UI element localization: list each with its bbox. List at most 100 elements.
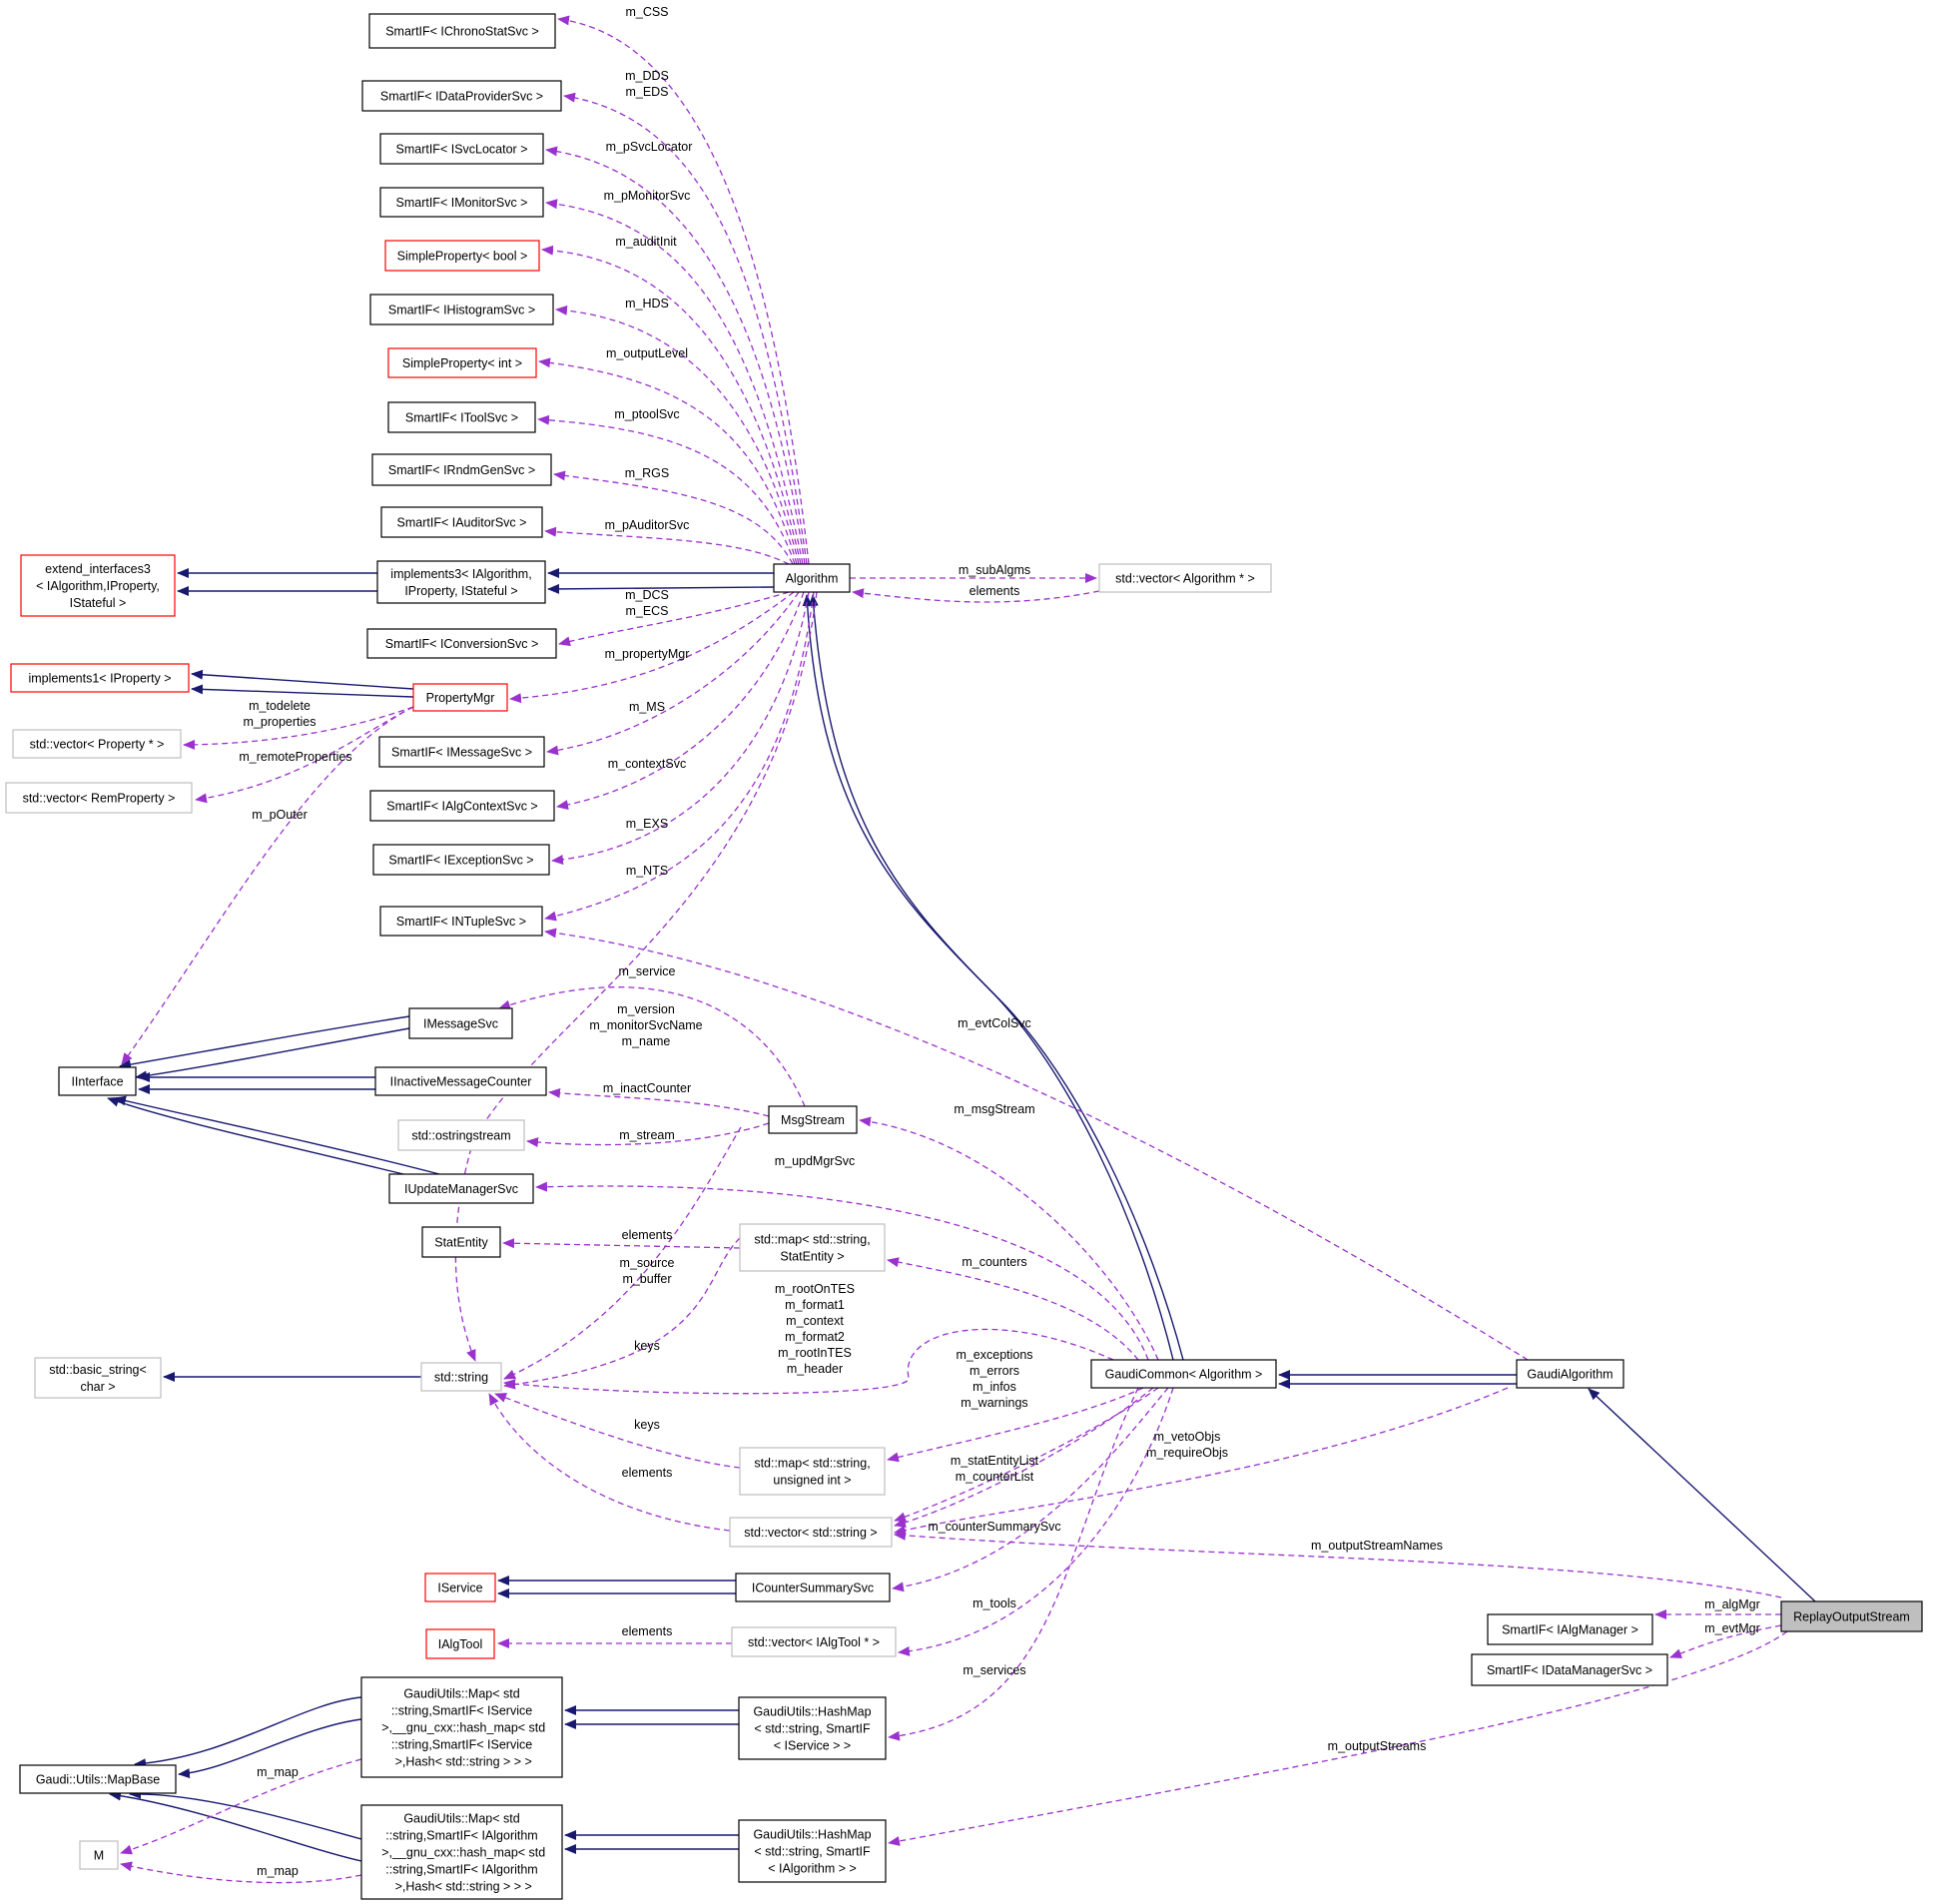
- edge-label-m-msgstream: m_msgStream: [954, 1102, 1034, 1116]
- node-extend3[interactable]: extend_interfaces3< IAlgorithm,IProperty…: [20, 554, 176, 617]
- node-spbool[interactable]: SimpleProperty< bool >: [384, 240, 540, 272]
- node-vecprop[interactable]: std::vector< Property * >: [12, 729, 182, 759]
- node-label: SmartIF< IExceptionSvc >: [388, 854, 533, 868]
- node-auditor[interactable]: SmartIF< IAuditorSvc >: [380, 506, 543, 538]
- node-ialgtool[interactable]: IAlgTool: [425, 1628, 495, 1659]
- node-impl1[interactable]: implements1< IProperty >: [10, 663, 190, 693]
- node-box: [1098, 563, 1272, 593]
- node-label: GaudiUtils::HashMap< std::string, SmartI…: [753, 1705, 871, 1753]
- node-statentity[interactable]: StatEntity: [421, 1226, 501, 1258]
- node-label: GaudiCommon< Algorithm >: [1105, 1368, 1263, 1382]
- node-impl3[interactable]: implements3< IAlgorithm,IProperty, IStat…: [376, 560, 546, 604]
- node-algorithm[interactable]: Algorithm: [773, 563, 851, 593]
- node-box: [361, 80, 562, 112]
- usage-edge: [503, 1328, 1114, 1395]
- node-toolsvc[interactable]: SmartIF< IToolSvc >: [387, 401, 536, 433]
- node-label: IInactiveMessageCounter: [390, 1075, 532, 1089]
- usage-edge: [898, 1387, 1174, 1656]
- node-label: SmartIF< IAlgContextSvc >: [386, 800, 537, 814]
- node-vectool[interactable]: std::vector< IAlgTool * >: [731, 1626, 897, 1657]
- node-mapuint[interactable]: std::map< std::string,unsigned int >: [739, 1447, 886, 1496]
- inheritance-edge: [191, 669, 414, 690]
- node-box: [421, 1226, 501, 1258]
- node-vecstr[interactable]: std::vector< std::string >: [729, 1517, 893, 1548]
- node-msgsvcif[interactable]: SmartIF< IMessageSvc >: [378, 736, 545, 768]
- node-basicstr[interactable]: std::basic_string<char >: [34, 1357, 162, 1399]
- node-label: IMessageSvc: [423, 1017, 498, 1031]
- usage-edge: [183, 706, 414, 750]
- edge-label-m-rgs: m_RGS: [625, 466, 669, 480]
- usage-edge: [892, 1387, 1169, 1592]
- usage-edge: [887, 1257, 1139, 1361]
- node-box: [372, 844, 550, 876]
- node-mapbase[interactable]: Gaudi::Utils::MapBase: [19, 1764, 177, 1794]
- node-mapstat[interactable]: std::map< std::string,StatEntity >: [739, 1223, 886, 1272]
- node-svcloc[interactable]: SmartIF< ISvcLocator >: [379, 133, 544, 165]
- node-label: GaudiUtils::Map< std::string,SmartIF< IS…: [378, 1687, 546, 1769]
- node-label: std::map< std::string,unsigned int >: [754, 1457, 870, 1488]
- node-label: SimpleProperty< bool >: [397, 250, 528, 264]
- node-box: [368, 13, 556, 49]
- edge-label-m-evtcolsvc: m_evtColSvc: [958, 1016, 1031, 1030]
- node-rndm[interactable]: SmartIF< IRndmGenSvc >: [371, 453, 552, 486]
- node-mnode[interactable]: M: [79, 1840, 119, 1870]
- node-label: SmartIF< IAuditorSvc >: [397, 516, 527, 530]
- node-histo[interactable]: SmartIF< IHistogramSvc >: [369, 294, 554, 325]
- node-mapalg[interactable]: GaudiUtils::Map< std::string,SmartIF< IA…: [360, 1804, 563, 1900]
- usage-edge: [852, 588, 1100, 603]
- node-box: [397, 1119, 525, 1151]
- node-replay[interactable]: ReplayOutputStream: [1780, 1600, 1923, 1632]
- node-msgstream[interactable]: MsgStream: [768, 1105, 858, 1134]
- node-box: [388, 1173, 534, 1204]
- node-mapsvc[interactable]: GaudiUtils::Map< std::string,SmartIF< IS…: [360, 1676, 563, 1778]
- node-vecalg[interactable]: std::vector< Algorithm * >: [1098, 563, 1272, 593]
- node-ostream[interactable]: std::ostringstream: [397, 1119, 525, 1151]
- edge-label-tool-elements: elements: [622, 1624, 673, 1638]
- node-monitor[interactable]: SmartIF< IMonitorSvc >: [379, 187, 544, 218]
- node-gaudicommon[interactable]: GaudiCommon< Algorithm >: [1090, 1359, 1277, 1389]
- usage-edge: [888, 1387, 1139, 1741]
- edge-label-m-hds: m_HDS: [625, 297, 669, 311]
- usage-edge: [544, 526, 790, 565]
- usage-edge: [541, 245, 802, 565]
- node-icounter[interactable]: ICounterSummarySvc: [735, 1573, 891, 1602]
- node-iupdate[interactable]: IUpdateManagerSvc: [388, 1173, 534, 1204]
- node-algctx[interactable]: SmartIF< IAlgContextSvc >: [369, 790, 555, 822]
- edge-label-stat-elements: elements: [622, 1228, 673, 1242]
- edge-label-m-pauditorsvc: m_pAuditorSvc: [605, 518, 690, 532]
- node-propmgr[interactable]: PropertyMgr: [412, 683, 508, 712]
- node-iservice[interactable]: IService: [424, 1573, 496, 1602]
- node-vecremprop[interactable]: std::vector< RemProperty >: [5, 782, 193, 814]
- node-label: IAlgTool: [438, 1637, 482, 1651]
- node-conv[interactable]: SmartIF< IConversionSvc >: [366, 628, 557, 659]
- edge-label-m-service: m_service: [619, 964, 676, 978]
- edge-label-m-exs: m_EXS: [626, 817, 668, 831]
- node-dataprov[interactable]: SmartIF< IDataProviderSvc >: [361, 80, 562, 112]
- node-excsvc[interactable]: SmartIF< IExceptionSvc >: [372, 844, 550, 876]
- node-algmgr[interactable]: SmartIF< IAlgManager >: [1487, 1613, 1653, 1645]
- node-ntuple[interactable]: SmartIF< INTupleSvc >: [379, 906, 543, 937]
- edge-label-m-auditinit: m_auditInit: [615, 235, 677, 249]
- node-hashalg[interactable]: GaudiUtils::HashMap< std::string, SmartI…: [738, 1819, 887, 1883]
- node-gaudialg[interactable]: GaudiAlgorithm: [1516, 1359, 1624, 1389]
- node-datamgr[interactable]: SmartIF< IDataManagerSvc >: [1471, 1653, 1668, 1686]
- node-imsgsvc[interactable]: IMessageSvc: [408, 1007, 513, 1039]
- edge-label-str-elements: elements: [622, 1466, 673, 1480]
- usage-edge: [887, 1387, 1144, 1463]
- node-inactive[interactable]: IInactiveMessageCounter: [374, 1066, 547, 1096]
- node-iinterface[interactable]: IInterface: [58, 1066, 137, 1096]
- node-stdstring[interactable]: std::string: [420, 1362, 502, 1392]
- node-box: [10, 663, 190, 693]
- usage-edge: [553, 470, 794, 565]
- node-chrono[interactable]: SmartIF< IChronoStatSvc >: [368, 13, 556, 49]
- node-box: [408, 1007, 513, 1039]
- inheritance-edge: [802, 594, 1174, 1361]
- edge-label-m-tools: m_tools: [972, 1596, 1016, 1610]
- usage-edge: [563, 92, 808, 565]
- node-hashsvc[interactable]: GaudiUtils::HashMap< std::string, SmartI…: [738, 1696, 887, 1760]
- usage-edge: [502, 1238, 741, 1249]
- node-spint[interactable]: SimpleProperty< int >: [387, 347, 537, 378]
